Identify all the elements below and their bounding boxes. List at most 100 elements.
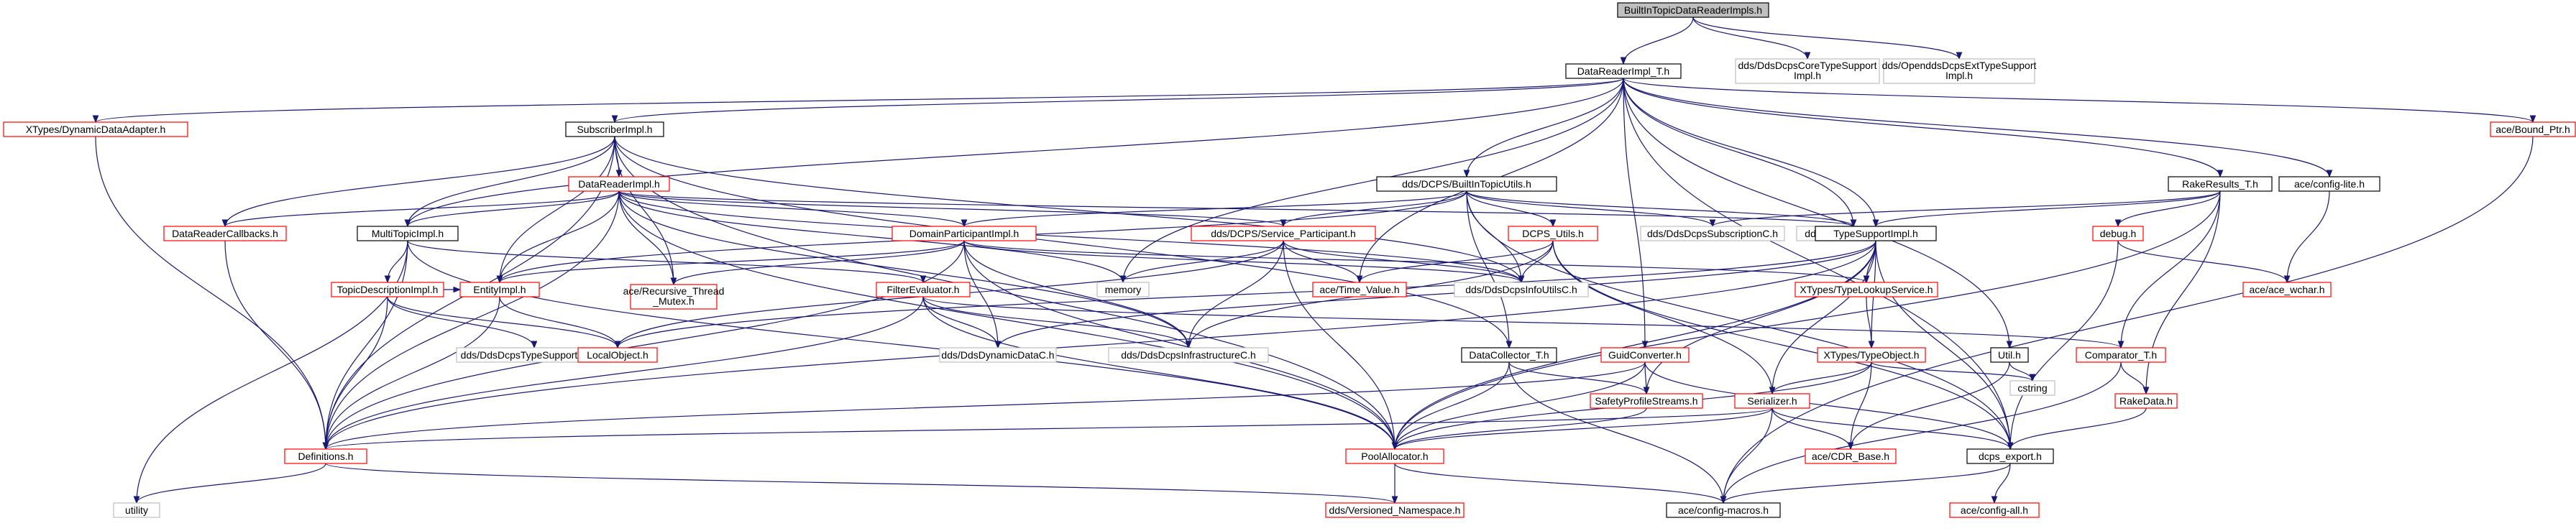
node-rake[interactable]: RakeData.h (2114, 393, 2178, 409)
edge-export-cfgall (1994, 463, 2011, 503)
edge-xto-cdr (1851, 361, 1872, 449)
node-root: BuiltInTopicDataReaderImpls.h (1617, 2, 1769, 18)
node-rtm[interactable]: ace/Recursive_Thread_Mutex.h (623, 284, 725, 310)
node-label: Impl.h (1945, 70, 1973, 81)
node-tdi[interactable]: TopicDescriptionImpl.h (331, 282, 444, 297)
node-box (568, 176, 670, 192)
node-box (357, 226, 459, 241)
node-box (163, 226, 287, 241)
edge-bitu-sp (1283, 190, 1467, 227)
edge-subimpl-rtm (614, 136, 674, 285)
node-subimpl[interactable]: SubscriberImpl.h (565, 121, 664, 137)
node-timev[interactable]: ace/Time_Value.h (1312, 282, 1407, 297)
node-drcb[interactable]: DataReaderCallbacks.h (163, 226, 287, 241)
node-box (1815, 226, 1937, 241)
edge-pool-cfgmac (1394, 463, 1723, 504)
edge-rrt-pool (1395, 190, 2221, 449)
node-dct[interactable]: DataCollector_T.h (1461, 347, 1557, 363)
node-boundptr[interactable]: ace/Bound_Ptr.h (2490, 121, 2576, 137)
node-tsext[interactable]: dds/DdsDcpsTypeSupportExtC.h (456, 347, 613, 363)
node-mti[interactable]: MultiTopicImpl.h (357, 226, 459, 241)
edge-tsi-pool (1395, 240, 1876, 449)
node-fe[interactable]: FilterEvaluator.h (876, 282, 971, 297)
node-cfgmac[interactable]: ace/config-macros.h (1666, 502, 1781, 518)
node-box (2168, 176, 2273, 192)
node-drit[interactable]: DataReaderImpl_T.h (1565, 63, 1682, 79)
node-box (1805, 448, 1897, 464)
node-guidc[interactable]: GuidConverter.h (1600, 347, 1690, 363)
edge-tsi-export (1875, 240, 2010, 449)
node-acewchar[interactable]: ace/ace_wchar.h (2242, 282, 2332, 297)
node-compt[interactable]: Comparator_T.h (2076, 347, 2166, 363)
node-cstring[interactable]: cstring (2009, 380, 2055, 396)
edge-guidc-defs (326, 361, 1646, 450)
node-cdr[interactable]: ace/CDR_Base.h (1805, 448, 1897, 464)
node-dcpsu[interactable]: DCPS_Utils.h (1508, 226, 1598, 241)
node-cfgall[interactable]: ace/config-all.h (1949, 502, 2040, 518)
node-utility[interactable]: utility (113, 502, 160, 518)
edge-bitu-dct (1466, 190, 1509, 348)
node-box (876, 282, 971, 297)
node-bitu[interactable]: dds/DCPS/BuiltInTopicUtils.h (1376, 176, 1557, 192)
node-label: Serializer.h (1747, 395, 1797, 407)
node-xto[interactable]: XTypes/TypeObject.h (1817, 347, 1926, 363)
node-dri[interactable]: DataReaderImpl.h (568, 176, 670, 192)
node-util[interactable]: Util.h (1990, 347, 2029, 363)
edge-xto-cstring (1871, 361, 2032, 382)
edge-drit-util (1623, 78, 2009, 348)
node-sp[interactable]: dds/DCPS/Service_Participant.h (1191, 226, 1376, 241)
node-tsi[interactable]: TypeSupportImpl.h (1815, 226, 1937, 241)
node-vns[interactable]: dds/Versioned_Namespace.h (1325, 502, 1465, 518)
edge-rrt-compt (2121, 190, 2221, 348)
node-dpi[interactable]: DomainParticipantImpl.h (891, 226, 1037, 241)
node-label: dcps_export.h (1979, 451, 2042, 462)
edge-rake-export (2010, 407, 2147, 450)
edge-ser-cfgmac (1723, 407, 1773, 503)
edge-root-drit (1623, 17, 1694, 65)
node-label: Util.h (1998, 349, 2021, 361)
node-ser[interactable]: Serializer.h (1734, 393, 1810, 409)
node-box (577, 347, 658, 363)
edge-drit-corec (1623, 78, 1853, 226)
node-xtls[interactable]: XTypes/TypeLookupService.h (1795, 282, 1938, 297)
node-box (939, 347, 1057, 363)
edge-tsi-defs (326, 240, 1876, 449)
node-cfglite[interactable]: ace/config-lite.h (2278, 176, 2380, 192)
edge-dct-pool (1395, 361, 1510, 449)
edge-drit-memory (1123, 78, 1624, 282)
node-infou[interactable]: dds/DdsDcpsInfoUtilsC.h (1454, 282, 1589, 297)
node-box (2092, 226, 2144, 241)
node-sps[interactable]: SafetyProfileStreams.h (1590, 393, 1703, 409)
node-box (3, 121, 188, 137)
edge-dpi-rtm (674, 240, 965, 285)
node-subc[interactable]: dds/DdsDcpsSubscriptionC.h (1640, 226, 1785, 241)
node-lobj[interactable]: LocalObject.h (577, 347, 658, 363)
node-rrt[interactable]: RakeResults_T.h (2168, 176, 2273, 192)
edge-mti-fe (407, 240, 923, 283)
edge-bitu-corec (1466, 190, 1853, 227)
edge-dpi-defs (326, 240, 965, 449)
node-label: GuidConverter.h (1608, 349, 1682, 361)
node-dync[interactable]: dds/DdsDynamicDataC.h (939, 347, 1057, 363)
edge-rrt-rake (2146, 190, 2221, 394)
edge-entity-lobj (499, 296, 618, 348)
node-pool[interactable]: PoolAllocator.h (1345, 448, 1444, 464)
node-entity[interactable]: EntityImpl.h (459, 282, 540, 297)
node-export[interactable]: dcps_export.h (1966, 448, 2054, 464)
node-box (2278, 176, 2380, 192)
node-box (891, 226, 1037, 241)
node-box (1325, 502, 1465, 518)
node-infrac[interactable]: dds/DdsDcpsInfrastructureC.h (1108, 347, 1269, 363)
node-debug[interactable]: debug.h (2092, 226, 2144, 241)
node-label: TypeSupportImpl.h (1833, 228, 1918, 239)
node-xdda[interactable]: XTypes/DynamicDataAdapter.h (3, 121, 188, 137)
node-memory[interactable]: memory (1096, 282, 1150, 297)
node-label: TopicDescriptionImpl.h (337, 284, 439, 295)
edge-drit-boundptr (1623, 78, 2533, 123)
edge-tsi-sps (1646, 240, 1876, 394)
node-label: DataReaderImpl_T.h (1577, 65, 1669, 77)
node-defs[interactable]: Definitions.h (284, 448, 367, 464)
